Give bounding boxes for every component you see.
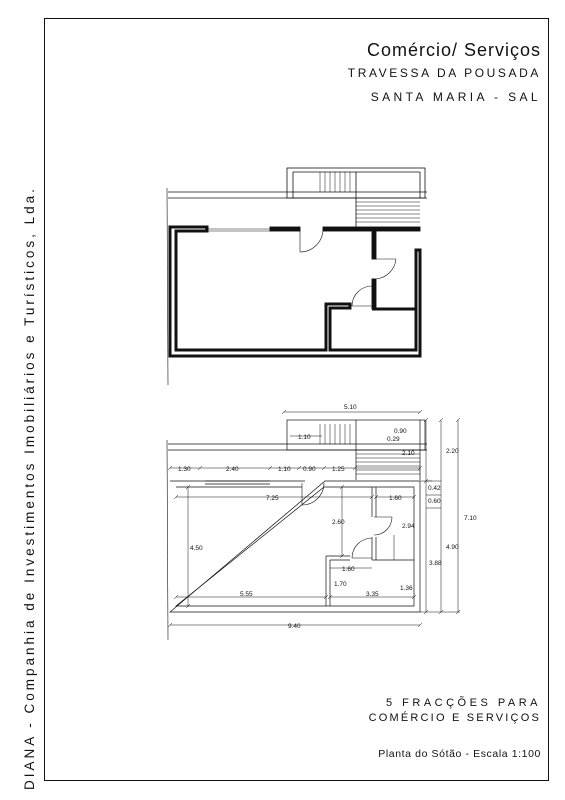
project-street: TRAVESSA DA POUSADA: [347, 66, 541, 80]
dim-2-10: 2.10: [402, 450, 415, 457]
dim-1-36: 1.36: [400, 585, 413, 592]
dim-1-10: 1.10: [278, 466, 291, 473]
upper-plan-doors: [299, 228, 397, 307]
dim-1-60-top: 1.60: [389, 495, 402, 502]
dim-0-29: 0.29: [387, 436, 400, 443]
dim-4-50: 4.50: [190, 545, 203, 552]
footer-line-1: 5 FRACÇÕES PARA: [386, 697, 541, 709]
dim-0-90: 0.90: [303, 466, 316, 473]
dim-top-width: 5.10: [344, 404, 357, 411]
plan-scale-label: Planta do Sótão - Escala 1:100: [378, 748, 541, 760]
dim-1-25: 1.25: [332, 466, 345, 473]
footer-line-2: COMÉRCIO E SERVIÇOS: [368, 712, 541, 724]
project-location: SANTA MARIA - SAL: [370, 90, 541, 104]
dim-5-55: 5.55: [240, 591, 253, 598]
dim-7-25: 7.25: [266, 495, 279, 502]
dim-3-88: 3.88: [429, 560, 442, 567]
dim-4-90: 4.90: [446, 544, 459, 551]
upper-plan-stair: [166, 167, 427, 386]
dim-2-40: 2.40: [226, 466, 239, 473]
dim-2-94: 2.94: [402, 523, 415, 530]
lower-plan-doors: [301, 482, 393, 559]
dim-1-30: 1.30: [178, 466, 191, 473]
dim-0-42: 0.42: [428, 485, 441, 492]
lower-plan-walls: [166, 419, 427, 641]
dim-2-60: 2.60: [332, 519, 345, 526]
dim-1-60-bottom: 1.60: [342, 566, 355, 573]
dimension-lines: [167, 409, 461, 628]
dim-stair-1-10: 1.10: [298, 434, 311, 441]
dimension-labels: 5.10 1.10 0.90 0.29 2.10 2.20 1.30 2.40 …: [178, 404, 477, 630]
dim-1-70: 1.70: [334, 581, 347, 588]
dim-0-90-top: 0.90: [394, 428, 407, 435]
dim-9-40: 9.40: [288, 623, 301, 630]
upper-plan-walls: [168, 225, 422, 358]
dim-3-35: 3.35: [366, 591, 379, 598]
drawing-sheet-border: [44, 18, 549, 781]
dim-0-60: 0.60: [428, 498, 441, 505]
dim-7-10: 7.10: [464, 515, 477, 522]
dim-2-20: 2.20: [446, 448, 459, 455]
project-title: Comércio/ Serviços: [366, 40, 541, 60]
